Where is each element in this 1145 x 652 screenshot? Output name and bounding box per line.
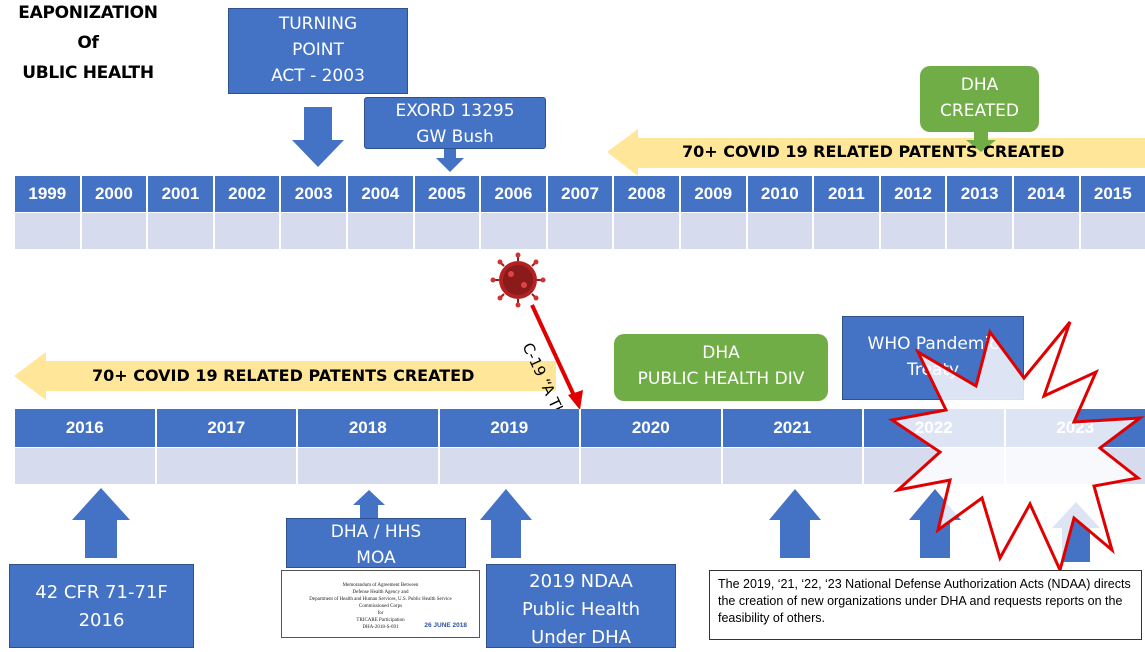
dha-hhs-moa-box: DHA / HHS MOA bbox=[286, 518, 466, 568]
patents-banner-bottom-label: 70+ COVID 19 RELATED PATENTS CREATED bbox=[92, 366, 474, 385]
moa-document-thumbnail: Memorandum of Agreement Between Defense … bbox=[281, 570, 480, 638]
moa-doc-line-4: Commissioned Corps bbox=[282, 603, 479, 610]
timeline-year-2017: 2017 bbox=[157, 409, 299, 447]
timeline-year-2003: 2003 bbox=[281, 176, 348, 212]
timeline-year-2014: 2014 bbox=[1014, 176, 1081, 212]
moa-doc-date: 26 JUNE 2018 bbox=[424, 622, 467, 629]
moa-doc-line-1: Memorandum of Agreement Between bbox=[282, 582, 479, 589]
exord-box: EXORD 13295 GW Bush bbox=[364, 97, 546, 149]
timeline-year-2012: 2012 bbox=[881, 176, 948, 212]
moa-doc-line-2: Defense Health Agency and bbox=[282, 589, 479, 596]
turning-point-box: TURNING POINT ACT - 2003 bbox=[228, 8, 408, 94]
cfr-line-2: 2016 bbox=[10, 607, 193, 635]
timeline-year-2002: 2002 bbox=[215, 176, 282, 212]
timeline-year-2021: 2021 bbox=[723, 409, 865, 447]
turning-point-line-1: TURNING bbox=[229, 11, 407, 37]
turning-point-down-arrow bbox=[292, 107, 344, 167]
coronavirus-icon bbox=[491, 253, 546, 308]
timeline-year-2007: 2007 bbox=[548, 176, 615, 212]
timeline-bottom-years: 2016 2017 2018 2019 2020 2021 2022 2023 bbox=[15, 409, 1145, 447]
timeline-year-2013: 2013 bbox=[947, 176, 1014, 212]
who-treaty-line-2: Treaty bbox=[843, 357, 1023, 383]
timeline-year-2016: 2016 bbox=[15, 409, 157, 447]
ndaa-2022-up-arrow bbox=[909, 489, 961, 558]
who-treaty-box: WHO Pandemic Treaty bbox=[842, 316, 1024, 400]
timeline-top-empty-row bbox=[15, 213, 1145, 249]
cfr-box: 42 CFR 71-71F 2016 bbox=[9, 564, 194, 648]
ndaa-line-2: Public Health bbox=[487, 596, 675, 624]
timeline-year-2023: 2023 bbox=[1006, 409, 1145, 447]
timeline-top-years: 1999 2000 2001 2002 2003 2004 2005 2006 … bbox=[15, 176, 1145, 212]
timeline-year-2011: 2011 bbox=[814, 176, 881, 212]
moa-line-2: MOA bbox=[287, 545, 465, 571]
timeline-year-2022: 2022 bbox=[864, 409, 1006, 447]
timeline-year-2006: 2006 bbox=[481, 176, 548, 212]
turning-point-line-2: POINT bbox=[229, 37, 407, 63]
exord-line-2: GW Bush bbox=[365, 124, 545, 150]
timeline-year-2004: 2004 bbox=[348, 176, 415, 212]
timeline-year-2009: 2009 bbox=[681, 176, 748, 212]
ndaa-note: The 2019, ‘21, ‘22, ‘23 National Defense… bbox=[709, 570, 1142, 640]
timeline-year-2000: 2000 bbox=[82, 176, 149, 212]
moa-up-arrow bbox=[353, 490, 385, 519]
ndaa-line-1: 2019 NDAA bbox=[487, 568, 675, 596]
cfr-up-arrow bbox=[72, 488, 130, 558]
exord-down-arrow bbox=[436, 147, 464, 172]
turning-point-line-3: ACT - 2003 bbox=[229, 63, 407, 89]
dha-created-line-1: DHA bbox=[920, 72, 1039, 98]
ndaa-2023-up-arrow bbox=[1052, 502, 1100, 562]
exord-line-1: EXORD 13295 bbox=[365, 98, 545, 124]
c19-red-arrow-head bbox=[568, 390, 583, 410]
timeline-year-1999: 1999 bbox=[15, 176, 82, 212]
moa-line-1: DHA / HHS bbox=[287, 519, 465, 545]
moa-doc-line-3: Department of Health and Human Services,… bbox=[282, 596, 479, 603]
who-treaty-line-1: WHO Pandemic bbox=[843, 331, 1023, 357]
timeline-year-2015: 2015 bbox=[1081, 176, 1145, 212]
patents-banner-top-label: 70+ COVID 19 RELATED PATENTS CREATED bbox=[682, 142, 1064, 161]
cfr-line-1: 42 CFR 71-71F bbox=[10, 579, 193, 607]
dha-created-line-2: CREATED bbox=[920, 98, 1039, 124]
timeline-bottom-empty-row bbox=[15, 448, 1145, 484]
timeline-year-2020: 2020 bbox=[581, 409, 723, 447]
moa-doc-line-7: DHA-2018-S-691 bbox=[362, 625, 398, 630]
timeline-year-2001: 2001 bbox=[148, 176, 215, 212]
timeline-year-2005: 2005 bbox=[415, 176, 482, 212]
timeline-year-2008: 2008 bbox=[614, 176, 681, 212]
timeline-year-2018: 2018 bbox=[298, 409, 440, 447]
dha-created-box: DHA CREATED bbox=[920, 66, 1039, 132]
timeline-year-2010: 2010 bbox=[748, 176, 815, 212]
ndaa-up-arrow bbox=[480, 489, 532, 558]
dha-public-health-line-1: DHA bbox=[614, 340, 828, 366]
dha-public-health-box: DHA PUBLIC HEALTH DIV bbox=[614, 334, 828, 401]
timeline-year-2019: 2019 bbox=[440, 409, 582, 447]
ndaa-2021-up-arrow bbox=[769, 489, 821, 558]
moa-doc-line-5: for bbox=[282, 610, 479, 617]
ndaa-2019-box: 2019 NDAA Public Health Under DHA bbox=[486, 564, 676, 648]
dha-public-health-line-2: PUBLIC HEALTH DIV bbox=[614, 366, 828, 392]
